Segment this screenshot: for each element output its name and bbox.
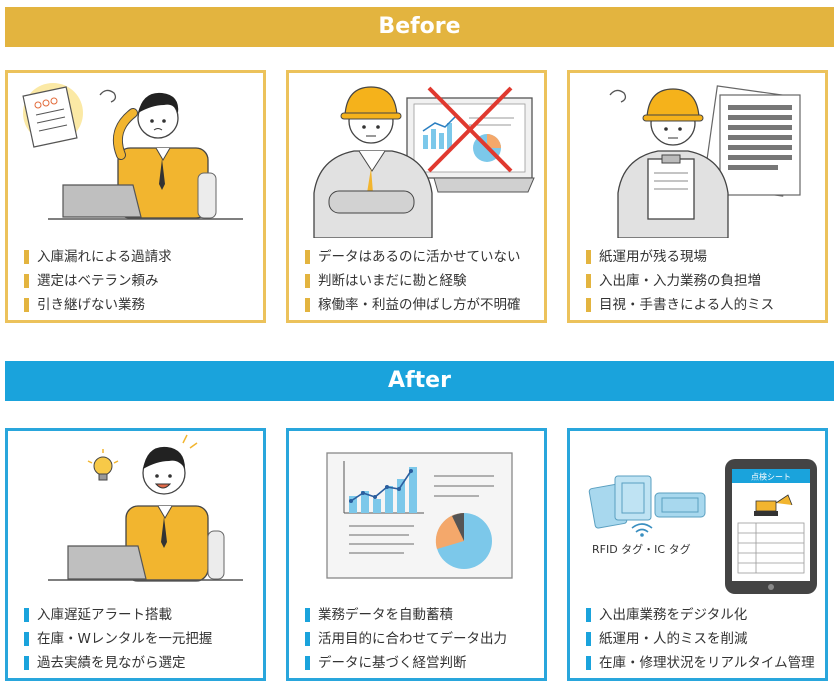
list-item: 引き継げない業務: [24, 293, 172, 317]
list-item: 選定はベテラン頼み: [24, 269, 172, 293]
after-card-rfid: 点検シート RFID タグ・IC タグ 入出庫業務をデジタル化 紙運用・人的ミス…: [567, 428, 828, 681]
svg-text:点検シート: 点検シート: [751, 472, 791, 482]
list-item: データはあるのに活かせていない: [305, 245, 521, 269]
after-card-alert: 入庫遅延アラート搭載 在庫・Wレンタルを一元把握 過去実績を見ながら選定: [5, 428, 266, 681]
lightbulb-icon: [87, 449, 119, 481]
list-item: 入庫遅延アラート搭載: [24, 603, 212, 627]
list-item: データに基づく経営判断: [305, 651, 507, 675]
list-item: 活用目的に合わせてデータ出力: [305, 627, 507, 651]
worried-businessman-laptop-illustration: [22, 83, 243, 220]
rfid-tag-label: RFID タグ・IC タグ: [592, 543, 691, 556]
list-item: 在庫・Wレンタルを一元把握: [24, 627, 212, 651]
list-item: 入庫漏れによる過請求: [24, 245, 172, 269]
wifi-icon: [631, 523, 653, 533]
list-item: 過去実績を見ながら選定: [24, 651, 212, 675]
dashboard-charts-illustration: [326, 452, 513, 579]
list-item: 紙運用が残る現場: [586, 245, 774, 269]
before-card-paper: 紙運用が残る現場 入出庫・入力業務の負担増 目視・手書きによる人的ミス: [567, 70, 828, 323]
list-item: 稼働率・利益の伸ばし方が不明確: [305, 293, 521, 317]
list-item: 判断はいまだに勘と経験: [305, 269, 521, 293]
list-item: 入出庫・入力業務の負担増: [586, 269, 774, 293]
before-title: Before: [378, 14, 461, 39]
before-card-billing: 入庫漏れによる過請求 選定はベテラン頼み 引き継げない業務: [5, 70, 266, 323]
list-item: 紙運用・人的ミスを削減: [586, 627, 815, 651]
worker-with-paperwork-illustration: [609, 85, 801, 238]
before-banner: Before: [5, 7, 834, 47]
list-item: 目視・手書きによる人的ミス: [586, 293, 774, 317]
after-banner: After: [5, 361, 834, 401]
before-card-data: データはあるのに活かせていない 判断はいまだに勘と経験 稼働率・利益の伸ばし方が…: [286, 70, 547, 323]
after-title: After: [388, 368, 451, 393]
rfid-tags-and-tablet-illustration: 点検シート: [588, 459, 817, 594]
after-card-dashboard: 業務データを自動蓄積 活用目的に合わせてデータ出力 データに基づく経営判断: [286, 428, 547, 681]
rfid-tag-icon: [588, 475, 706, 529]
list-item: 業務データを自動蓄積: [305, 603, 507, 627]
excavator-icon: [755, 494, 793, 512]
smiling-businessman-with-lightbulb-illustration: [48, 434, 243, 582]
list-item: 在庫・修理状況をリアルタイム管理: [586, 651, 815, 675]
worker-with-crossed-out-monitor-illustration: [313, 86, 535, 238]
list-item: 入出庫業務をデジタル化: [586, 603, 815, 627]
